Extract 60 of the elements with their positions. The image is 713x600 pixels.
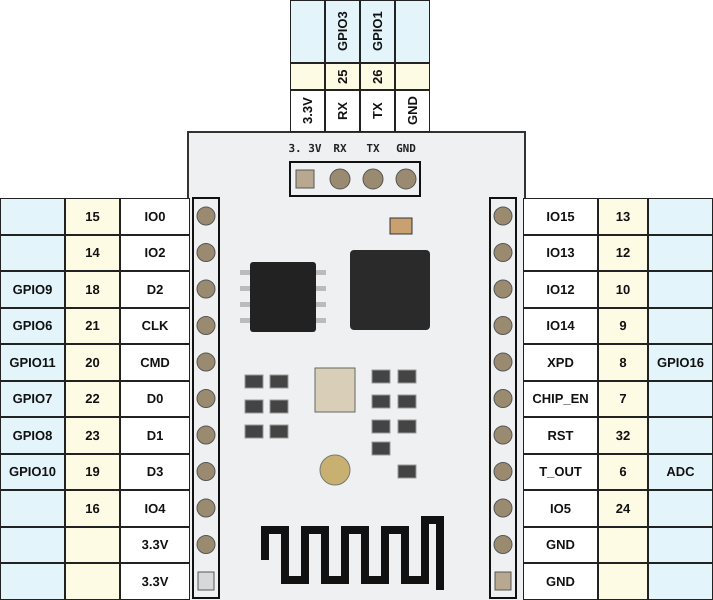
pin-number: 20 (65, 344, 120, 380)
gpio-label: GPIO3 (325, 0, 360, 63)
pin-number: 7 (598, 380, 648, 417)
pin-number: 15 (65, 198, 120, 234)
gpio-label: GPIO11 (0, 344, 65, 380)
pin-name: GND (523, 563, 598, 600)
pin-name: IO12 (523, 271, 598, 308)
pin-number: 12 (598, 234, 648, 271)
pin-name: CMD (120, 344, 190, 380)
pin-name: D0 (120, 380, 190, 417)
pin-number: 10 (598, 271, 648, 308)
gpio-label: GPIO1 (360, 0, 395, 63)
pin-number: 18 (65, 271, 120, 308)
gpio-label: GPIO8 (0, 417, 65, 454)
pin-name: IO2 (120, 234, 190, 271)
pin-number: 8 (598, 344, 648, 380)
pin-number: 14 (65, 234, 120, 271)
pin-number: 26 (360, 63, 395, 90)
gpio-label: GPIO16 (648, 344, 713, 380)
pin-name: IO14 (523, 308, 598, 344)
pin-name: GND (523, 526, 598, 563)
pin-name: D2 (120, 271, 190, 308)
pin-name: CLK (120, 308, 190, 344)
pin-number: 25 (325, 63, 360, 90)
silkscreen-label: GND (396, 142, 416, 155)
pin-name: D3 (120, 454, 190, 490)
gpio-label: GPIO9 (0, 271, 65, 308)
pin-number: 23 (65, 417, 120, 454)
gpio-label: ADC (648, 454, 713, 490)
pin-name: IO0 (120, 198, 190, 234)
pin-name: 3.3V (120, 526, 190, 563)
gpio-label: GPIO7 (0, 380, 65, 417)
pin-name: 3.3V (120, 563, 190, 600)
pin-number: 22 (65, 380, 120, 417)
pin-name: RX (325, 90, 360, 132)
pin-number: 24 (598, 490, 648, 526)
pin-name: TX (360, 90, 395, 132)
pin-name: IO15 (523, 198, 598, 234)
pin-number: 21 (65, 308, 120, 344)
pin-number: 16 (65, 490, 120, 526)
gpio-label: GPIO10 (0, 454, 65, 490)
pin-name: D1 (120, 417, 190, 454)
pin-number: 19 (65, 454, 120, 490)
pin-number: 9 (598, 308, 648, 344)
pin-name: IO4 (120, 490, 190, 526)
silkscreen-label: 3. 3V (288, 142, 322, 155)
pin-name: T_OUT (523, 454, 598, 490)
pin-name: IO13 (523, 234, 598, 271)
pin-name: RST (523, 417, 598, 454)
pin-number: 13 (598, 198, 648, 234)
pin-name: IO5 (523, 490, 598, 526)
pin-name: CHIP_EN (523, 380, 598, 417)
pin-name: 3.3V (290, 90, 325, 132)
silkscreen-label: TX (366, 142, 380, 155)
pin-number: 6 (598, 454, 648, 490)
pin-name: GND (395, 90, 430, 132)
pin-name: XPD (523, 344, 598, 380)
silkscreen-label: RX (333, 142, 347, 155)
gpio-label: GPIO6 (0, 308, 65, 344)
pin-number: 32 (598, 417, 648, 454)
